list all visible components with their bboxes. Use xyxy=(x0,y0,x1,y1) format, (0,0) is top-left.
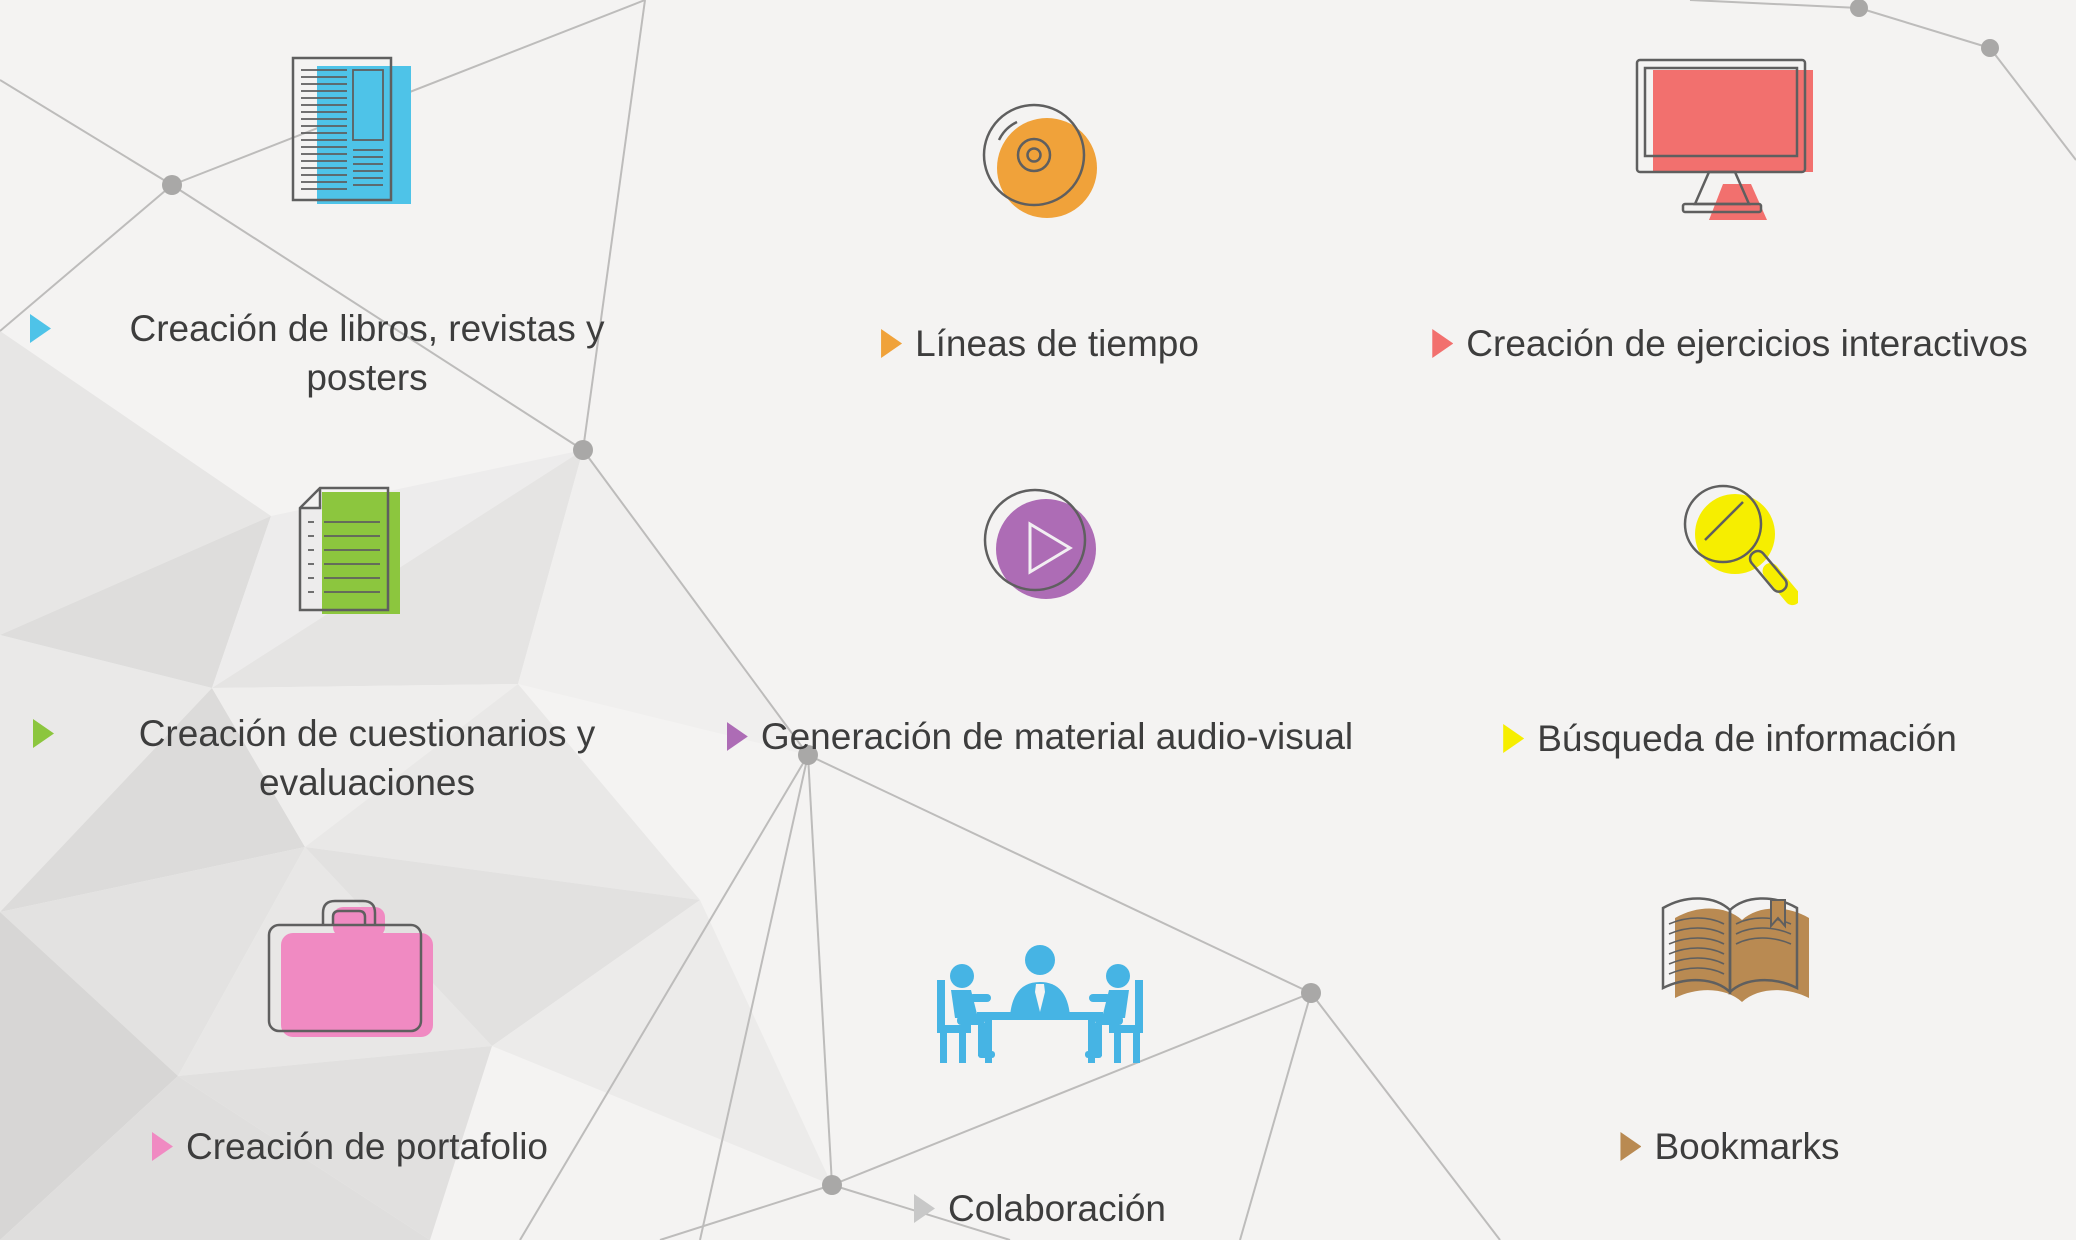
feature-label: Colaboración xyxy=(913,1185,1166,1234)
bullet-triangle-icon xyxy=(881,329,903,358)
bullet-triangle-icon xyxy=(726,722,748,751)
bullet-triangle-icon xyxy=(152,1132,173,1161)
feature-label: Generación de material audio-visual xyxy=(726,713,1353,762)
feature-label: Creación de libros, revistas y posters xyxy=(30,305,670,403)
monitor-icon xyxy=(1625,50,1835,235)
briefcase-icon xyxy=(255,885,445,1050)
open-book-icon xyxy=(1635,880,1825,1030)
bullet-triangle-icon xyxy=(30,314,51,343)
checklist-icon xyxy=(288,480,413,620)
feature-label: Creación de ejercicios interactivos xyxy=(1432,320,2028,369)
feature-portfolio: Creación de portafolio xyxy=(30,885,670,1172)
network-nodes xyxy=(162,0,1999,1195)
feature-timelines: Líneas de tiempo xyxy=(720,95,1360,369)
play-icon xyxy=(973,478,1108,613)
lowpoly-triangles xyxy=(0,331,832,1240)
bullet-triangle-icon xyxy=(913,1194,935,1223)
feature-label: Creación de cuestionarios y evaluaciones xyxy=(33,710,667,808)
feature-information-search: Búsqueda de información xyxy=(1370,478,2076,764)
newspaper-icon xyxy=(283,50,418,225)
bullet-triangle-icon xyxy=(1620,1132,1642,1161)
bullet-triangle-icon xyxy=(33,719,54,748)
magnifier-icon xyxy=(1663,478,1798,623)
bullet-triangle-icon xyxy=(1503,724,1525,753)
bullet-triangle-icon xyxy=(1432,329,1454,358)
feature-label: Bookmarks xyxy=(1620,1123,1840,1172)
cd-icon xyxy=(973,95,1108,230)
feature-label: Búsqueda de información xyxy=(1503,715,1957,764)
meeting-icon xyxy=(915,930,1165,1065)
feature-interactive-exercises: Creación de ejercicios interactivos xyxy=(1370,50,2076,369)
feature-bookmarks: Bookmarks xyxy=(1370,880,2076,1172)
feature-books-magazines-posters: Creación de libros, revistas y posters xyxy=(30,50,670,403)
feature-quizzes-evaluations: Creación de cuestionarios y evaluaciones xyxy=(30,480,670,808)
feature-audiovisual-material: Generación de material audio-visual xyxy=(720,478,1360,762)
feature-collaboration: Colaboración xyxy=(720,930,1360,1234)
feature-label: Líneas de tiempo xyxy=(881,320,1199,369)
feature-label: Creación de portafolio xyxy=(152,1123,548,1172)
